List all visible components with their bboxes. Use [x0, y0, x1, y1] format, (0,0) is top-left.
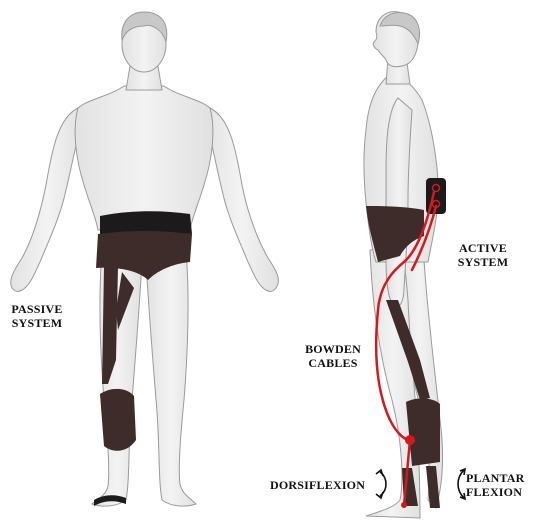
cable-anchor: [405, 435, 415, 445]
dorsiflexion-label: DORSIFLEXION: [270, 478, 374, 492]
actuator-port-1: [433, 185, 440, 192]
bowden-cables-label-line1: BOWDEN: [300, 342, 366, 356]
active-shin-cuff: [406, 398, 440, 466]
passive-system-label: PASSIVE SYSTEM: [6, 302, 68, 330]
curved-double-arrow-icon: [458, 469, 465, 499]
bowden-cables-label: BOWDEN CABLES: [300, 342, 366, 370]
bowden-cables-label-line2: CABLES: [300, 356, 366, 370]
front-torso: [75, 86, 213, 230]
cable-foot-anchor: [401, 502, 407, 508]
passive-shin-cuff: [100, 389, 136, 451]
plantar-flexion-label-line1: PLANTAR: [466, 471, 530, 485]
active-system-label: ACTIVE SYSTEM: [450, 241, 516, 269]
front-right-leg: [146, 250, 196, 506]
passive-system-label-line1: PASSIVE: [6, 302, 68, 316]
plantar-flexion-label-line2: FLEXION: [466, 485, 530, 499]
active-system-label-line2: SYSTEM: [450, 255, 516, 269]
front-right-arm: [204, 108, 278, 291]
curved-double-arrow-icon: [376, 470, 386, 498]
passive-system-label-line2: SYSTEM: [6, 316, 68, 330]
active-system-label-line1: ACTIVE: [450, 241, 516, 255]
front-left-arm: [11, 108, 84, 291]
plantar-flexion-label: PLANTAR FLEXION: [466, 471, 530, 499]
dorsiflexion-label-text: DORSIFLEXION: [270, 478, 374, 492]
